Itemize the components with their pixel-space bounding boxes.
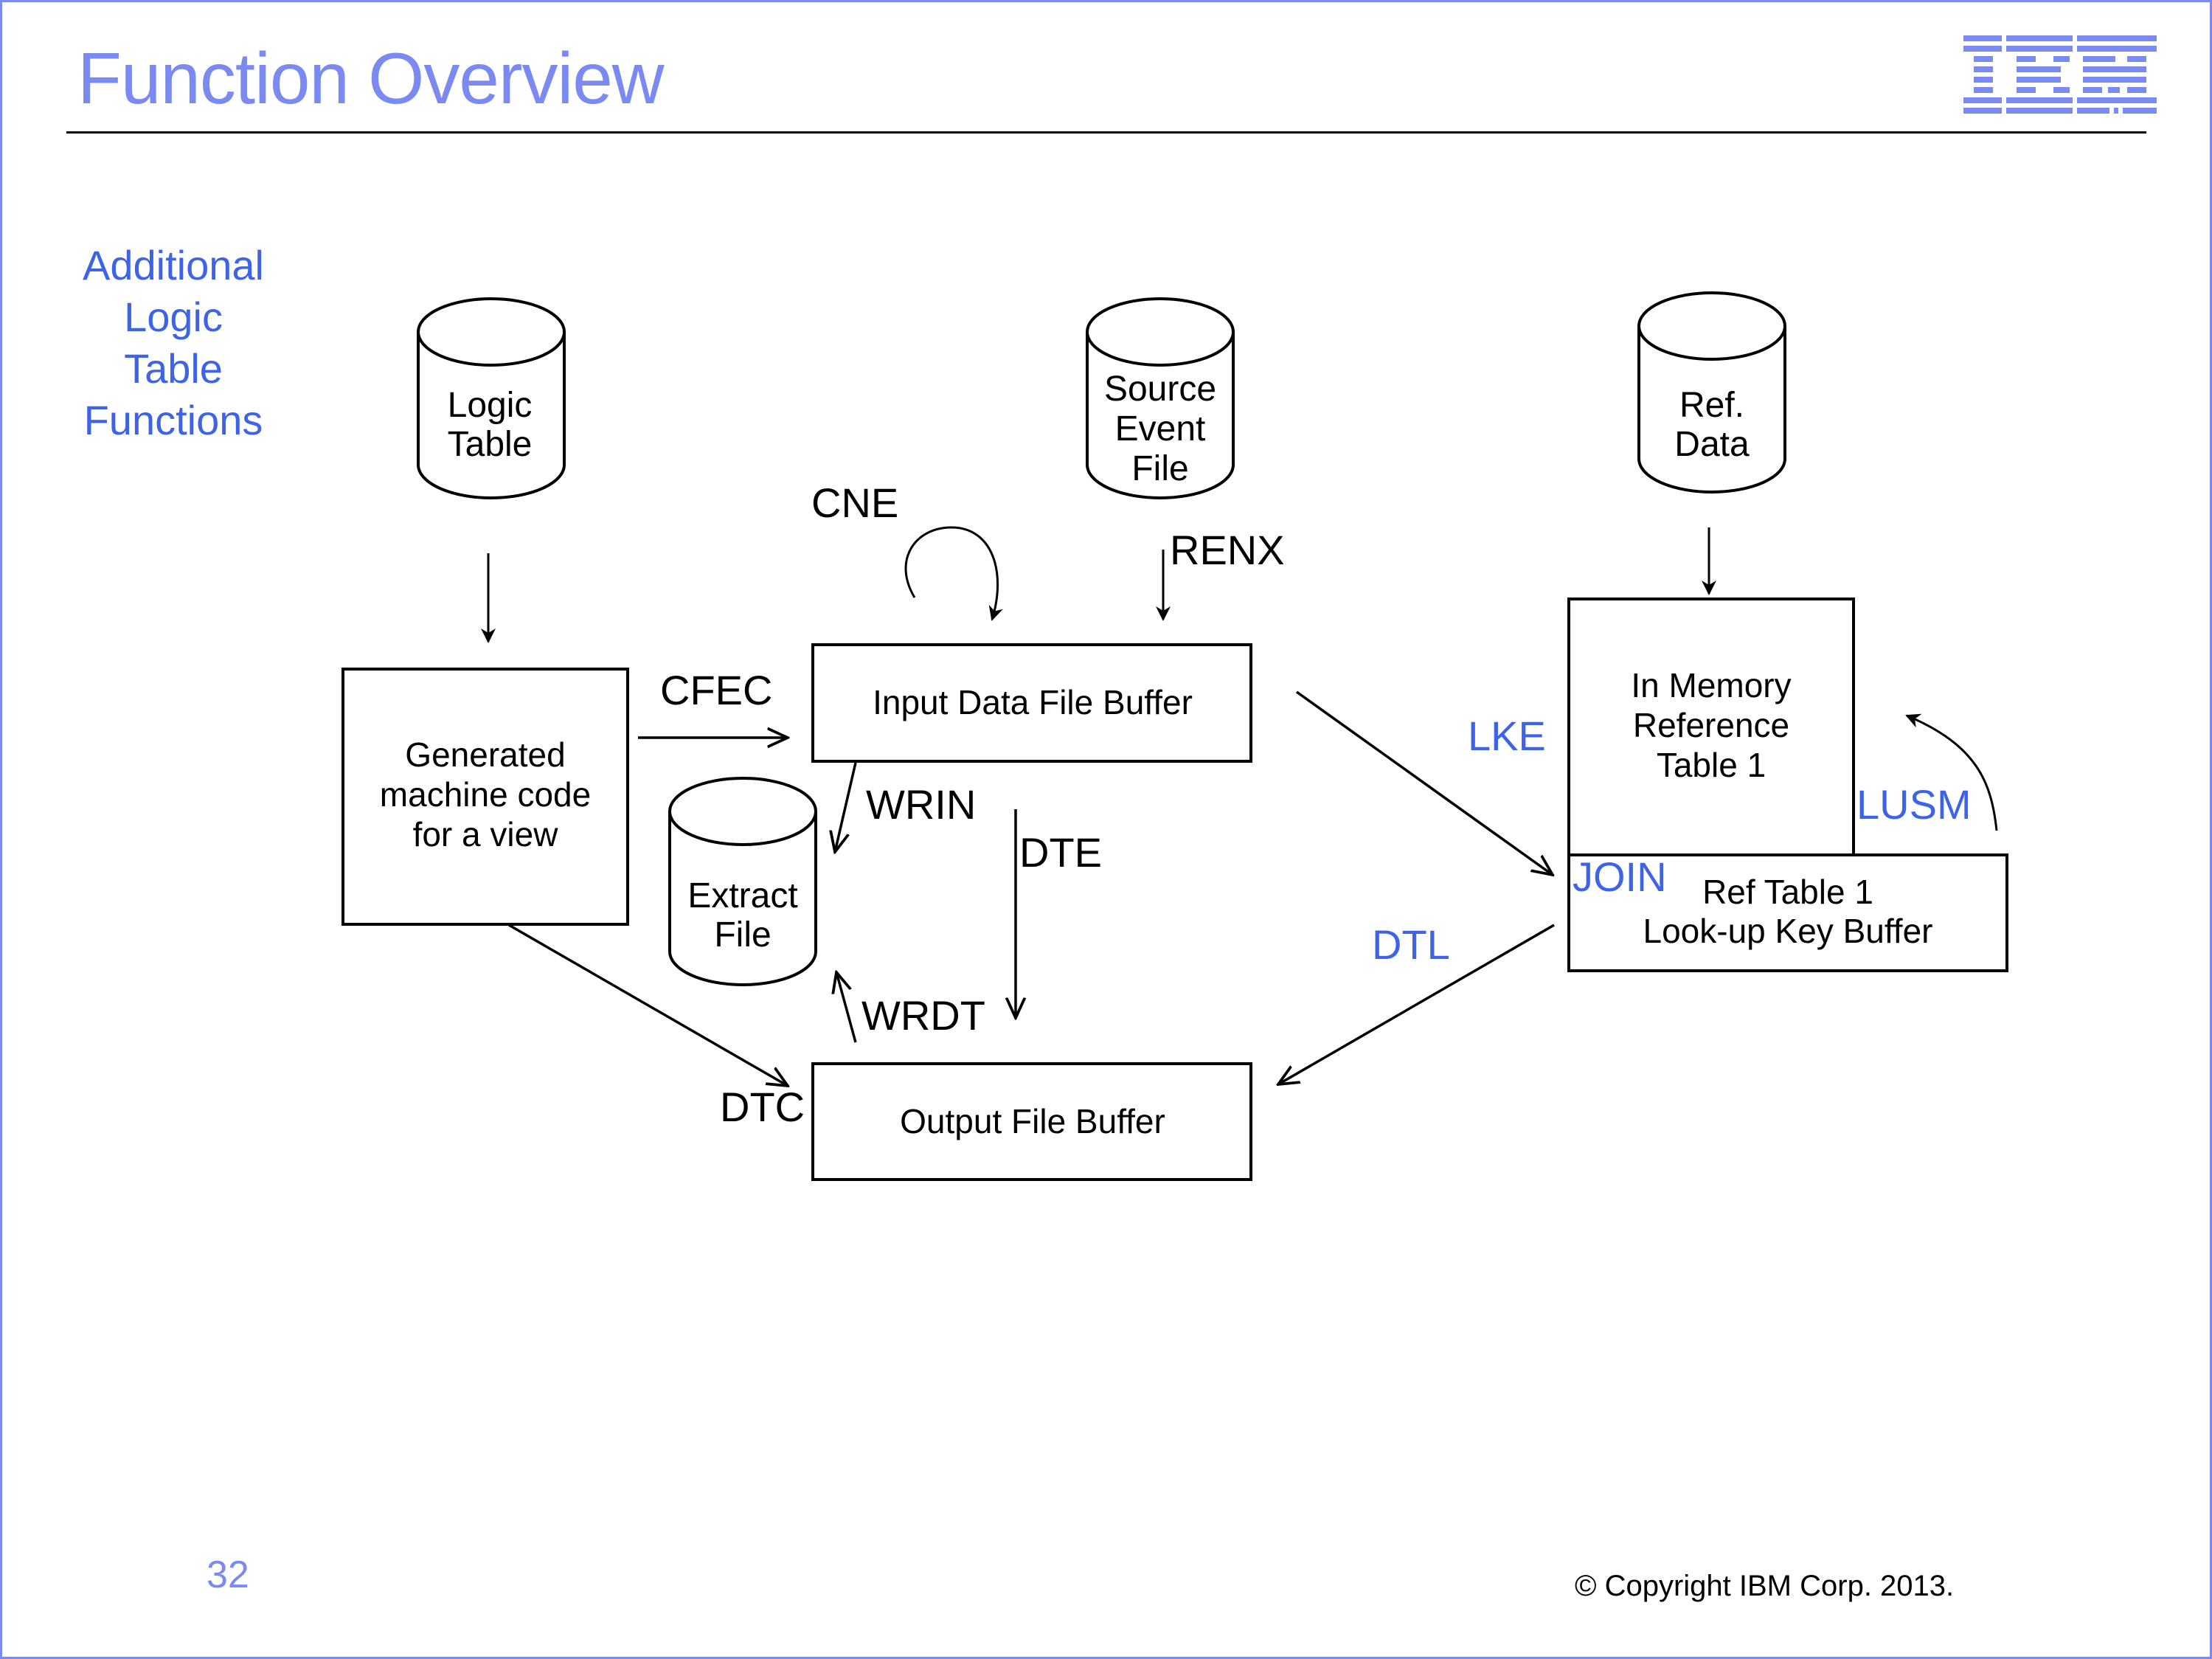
input-buffer-box [811,643,1252,763]
ibm-logo-icon [1963,35,2157,115]
dtc-arrow [508,924,788,1086]
generated-code-label: for a view [413,815,559,853]
generated-code-label: machine code [380,775,591,814]
in-memory-ref-label: Reference [1633,706,1789,744]
side-note-line: Functions [83,397,263,443]
page-number: 32 [207,1554,249,1596]
function-label-dtc: DTC [720,1084,805,1130]
function-label-renx: RENX [1170,527,1285,573]
logic-table-store [417,297,566,499]
in-memory-ref-label: Table 1 [1657,746,1766,784]
title-divider [66,131,2146,134]
lookup-key-buffer-label: Look-up Key Buffer [1643,912,1933,950]
cne-loop-arrow [904,526,1003,621]
in-memory-ref-label: In Memory [1631,666,1791,704]
side-note-line: Logic [124,294,223,340]
function-label-wrin: WRIN [866,781,976,828]
source-event-file-store [1086,297,1235,499]
extract-file-store [668,777,817,986]
lusm-arrow [1905,713,1998,831]
side-note-line: Additional [83,242,264,288]
function-label-dtl: DTL [1372,921,1450,968]
logic-table-label: Table [448,425,533,464]
generated-code-label: Generated [405,735,565,774]
dtl-arrow [1278,924,1555,1084]
side-note-line: Table [124,345,223,392]
slide-title: Function Overview [77,38,665,119]
wrdt-arrow [836,972,857,1043]
source-event-file-label: File [1131,449,1188,488]
function-label-join: JOIN [1573,853,1667,900]
function-label-lusm: LUSM [1856,781,1972,828]
function-label-dte: DTE [1019,829,1102,876]
function-label-cne: CNE [811,479,898,526]
logic-table-label: Logic [448,386,533,425]
output-buffer-box [811,1062,1252,1181]
lookup-key-buffer-label: Ref Table 1 [1702,873,1873,911]
lke-arrow [1295,690,1553,875]
lookup-key-buffer-box [1567,853,2008,972]
function-label-wrdt: WRDT [861,992,985,1039]
ref-data-label: Data [1674,425,1750,464]
copyright-notice: © Copyright IBM Corp. 2013. [1575,1570,1955,1602]
function-label-lke: LKE [1468,713,1546,759]
source-event-file-label: Source [1104,370,1216,409]
function-label-cfec: CFEC [660,667,772,713]
extract-file-label: File [714,915,771,955]
additional-functions-note: Additional Logic Table Functions [52,240,295,446]
output-buffer-label: Output File Buffer [900,1102,1165,1140]
ref-data-label: Ref. [1679,386,1744,425]
source-event-file-label: Event [1115,409,1206,448]
wrin-arrow [835,762,857,852]
ref-data-store [1637,291,1786,493]
extract-file-label: Extract [687,876,797,915]
input-buffer-label: Input Data File Buffer [873,683,1193,721]
generated-code-box [341,668,629,926]
